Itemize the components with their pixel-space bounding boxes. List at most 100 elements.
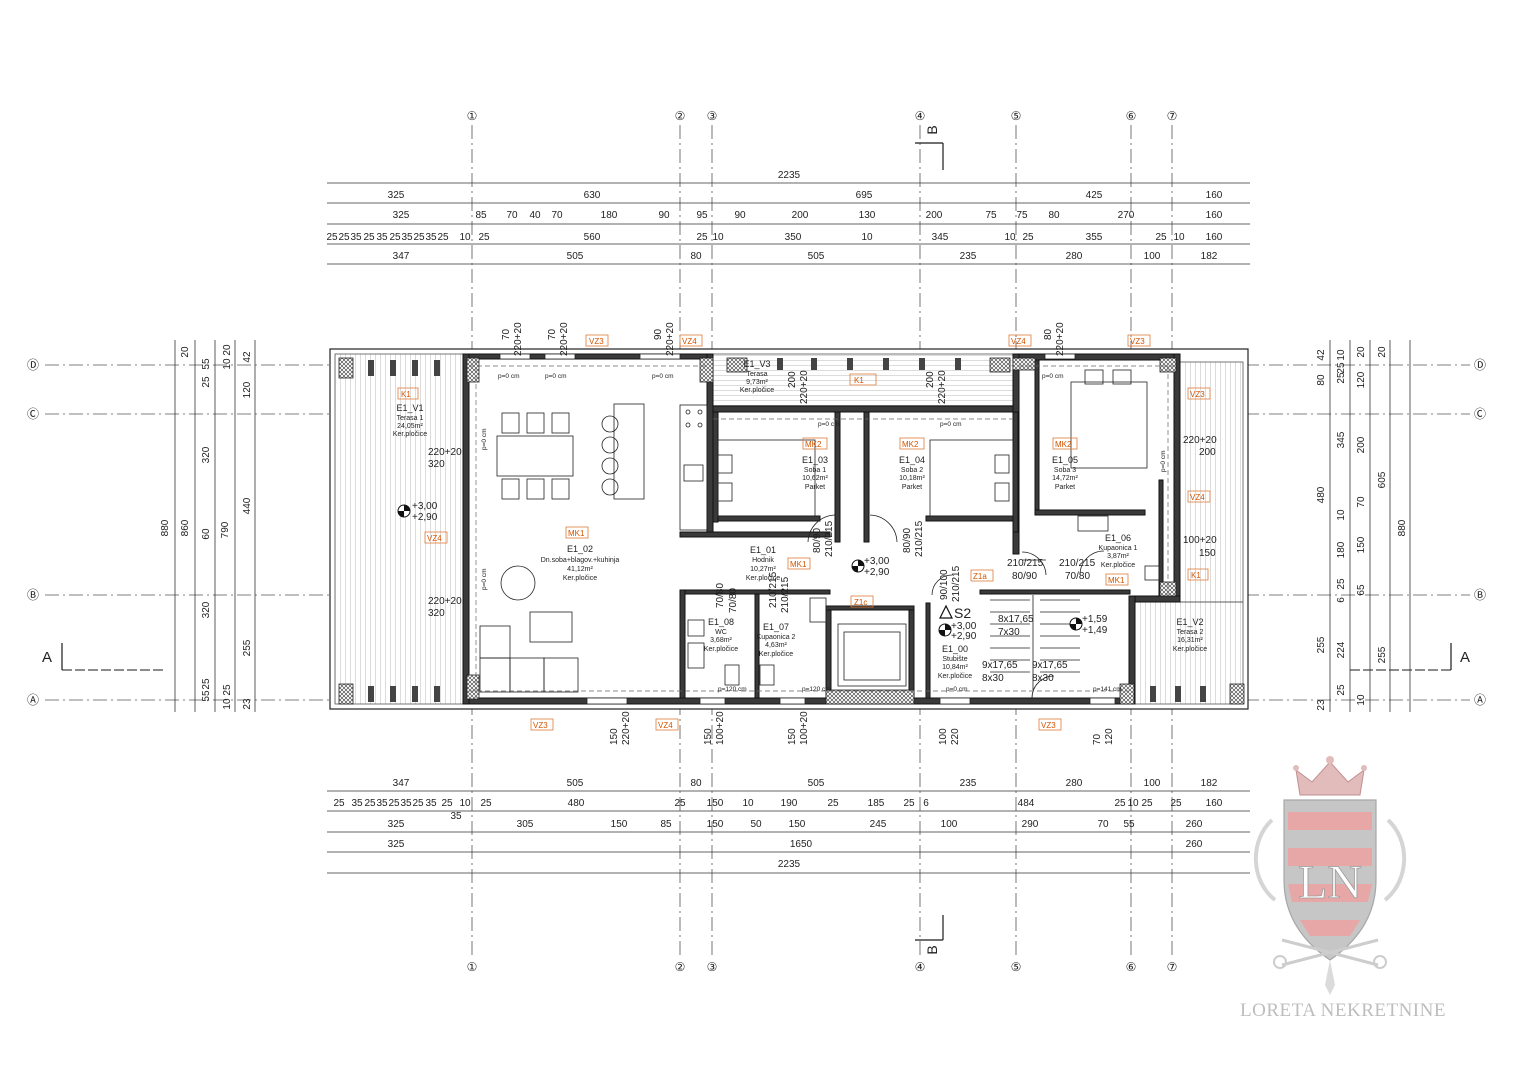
opening-dim: 120 — [1104, 728, 1115, 745]
tag-text: VZ3 — [1190, 390, 1205, 399]
room-floor: Ker.pločice — [1101, 562, 1135, 569]
tag-text: VZ4 — [427, 534, 442, 543]
floor-level: p=0 cm — [818, 421, 840, 428]
dim-left-small: 20 — [180, 346, 191, 358]
dim-bot-r3: 150 — [611, 819, 628, 830]
dim-right-180: 180 — [1336, 541, 1347, 558]
opening-dim: 210/215 — [1059, 558, 1096, 569]
dim-bot-r1: 505 — [567, 778, 584, 789]
height-marker: +3,00 +2,90 — [397, 501, 438, 523]
stair-label: 8x30 — [1032, 673, 1054, 684]
opening-dim: 210/215 — [768, 571, 779, 608]
tag-text: K1 — [854, 376, 864, 385]
room-wc: E1_08 WC 3,68m² Ker.pločice — [704, 617, 738, 653]
section-marker-a-left: A — [42, 643, 165, 671]
floor-level: p=0 cm — [481, 569, 488, 591]
opening-dim: 80 — [1043, 328, 1054, 340]
dim-top-r3: 25 — [478, 232, 490, 243]
room-floor: Parket — [805, 484, 825, 491]
dim-right-small: 65 — [1356, 584, 1367, 596]
room-name: Terasa 2 — [1177, 629, 1204, 636]
floor-level: p=0 cm — [652, 373, 674, 380]
dim-bot-r3: 290 — [1022, 819, 1039, 830]
stair-label: 8x17,65 — [998, 614, 1034, 625]
dim-left-440: 440 — [242, 497, 253, 514]
dim-left-small: 25 — [201, 376, 212, 388]
dim-top-r4: 235 — [960, 251, 977, 262]
dim-top-r3: 345 — [932, 232, 949, 243]
height-bottom: +2,90 — [864, 567, 890, 578]
height-bottom: +2,90 — [951, 631, 977, 642]
top-dimension-lines — [327, 182, 1250, 265]
room-id: E1_V1 — [396, 403, 423, 413]
dim-bot-r1: 280 — [1066, 778, 1083, 789]
axis-d-right: Ⓓ — [1474, 358, 1486, 372]
top-dimension-texts: 2235 325 630 695 425 160 325 85 70 40 70… — [326, 170, 1222, 262]
room-bedroom-1: E1_03 Soba 1 10,62m² Parket — [802, 455, 829, 491]
opening-dim: 100+20 — [1183, 535, 1217, 546]
floor-level: p=141 cm — [1093, 686, 1122, 693]
opening-dim: 80/90 — [902, 528, 913, 553]
opening-dim: 220+20 — [799, 370, 810, 404]
dim-bot-r2: 35 — [351, 798, 363, 809]
dim-bot-r2: 190 — [781, 798, 798, 809]
dim-top-r1: 695 — [856, 190, 873, 201]
room-id: E1_V3 — [743, 359, 770, 369]
room-terrace-1: E1_V1 Terasa 1 24,05m² Ker.pločice — [393, 403, 427, 438]
dim-right-480: 480 — [1316, 486, 1327, 503]
tag-text: VZ4 — [682, 337, 697, 346]
section-b-label-top: B — [924, 125, 940, 134]
dim-bot-r2: 25 — [827, 798, 839, 809]
dim-top-r4: 505 — [808, 251, 825, 262]
dim-bot-r3: 260 — [1186, 819, 1203, 830]
opening-dim: 100 — [938, 728, 949, 745]
opening-dim: 100+20 — [715, 711, 726, 745]
right-dimension-texts: 880 605 480 345 200 180 150 120 80 255 2… — [1316, 346, 1408, 711]
dim-left-320b: 320 — [201, 601, 212, 618]
dim-right-150: 150 — [1356, 536, 1367, 553]
right-dimension-lines — [1329, 340, 1411, 712]
opening-dim: 220+20 — [559, 322, 570, 356]
dim-top-r4: 347 — [393, 251, 410, 262]
opening-dim: 220+20 — [665, 322, 676, 356]
tag-text: VZ3 — [533, 721, 548, 730]
dim-right-small: 10 — [1336, 509, 1347, 521]
dim-bot-r4: 325 — [388, 839, 405, 850]
room-id: E1_02 — [567, 544, 593, 554]
room-name: Dn.soba+blagov.+kuhinja — [541, 557, 620, 564]
dim-left-small: 55 — [201, 358, 212, 370]
opening-dim: 220+20 — [621, 711, 632, 745]
room-floor: Ker.pločice — [740, 387, 774, 394]
terrace-1-deck — [334, 353, 464, 705]
tag: VZ3 — [1038, 718, 1062, 731]
axis-6-top: ⑥ — [1126, 109, 1137, 123]
opening-dim: 150 — [1199, 548, 1216, 559]
dim-left-255: 255 — [242, 639, 253, 656]
room-area: 41,12m² — [567, 566, 593, 573]
dim-right-200: 200 — [1356, 436, 1367, 453]
room-name: Soba 3 — [1054, 467, 1076, 474]
dining-table — [496, 435, 574, 477]
tag: VZ4 — [1187, 490, 1211, 503]
dim-top-r2: 130 — [859, 210, 876, 221]
beam-lines — [469, 360, 1174, 698]
room-name: WC — [715, 629, 727, 636]
tag-text: Z1c — [854, 598, 867, 607]
height-bottom: +2,90 — [412, 512, 438, 523]
axis-5-bottom: ⑤ — [1011, 960, 1022, 974]
dim-bot-r3: 150 — [707, 819, 724, 830]
opening-dim: 200 — [925, 371, 936, 388]
opening-dim: 150 — [609, 728, 620, 745]
bottom-dimension-texts: 347 505 80 505 235 280 100 182 25 35 25 … — [333, 778, 1222, 870]
opening-dim: 210/215 — [1007, 558, 1044, 569]
opening-dim: 200 — [1199, 447, 1216, 458]
axis-markers-right: Ⓓ Ⓒ Ⓑ Ⓐ — [1474, 358, 1486, 707]
axis-2-bottom: ② — [675, 960, 686, 974]
dim-bot-r2: 25 — [1141, 798, 1153, 809]
tag: VZ4 — [1008, 334, 1032, 347]
dim-top-r3: 25 — [326, 232, 338, 243]
tag: MK2 — [1052, 437, 1078, 450]
floor-level: p=0 cm — [1042, 373, 1064, 380]
dim-top-r4: 280 — [1066, 251, 1083, 262]
room-name: Soba 1 — [804, 467, 826, 474]
